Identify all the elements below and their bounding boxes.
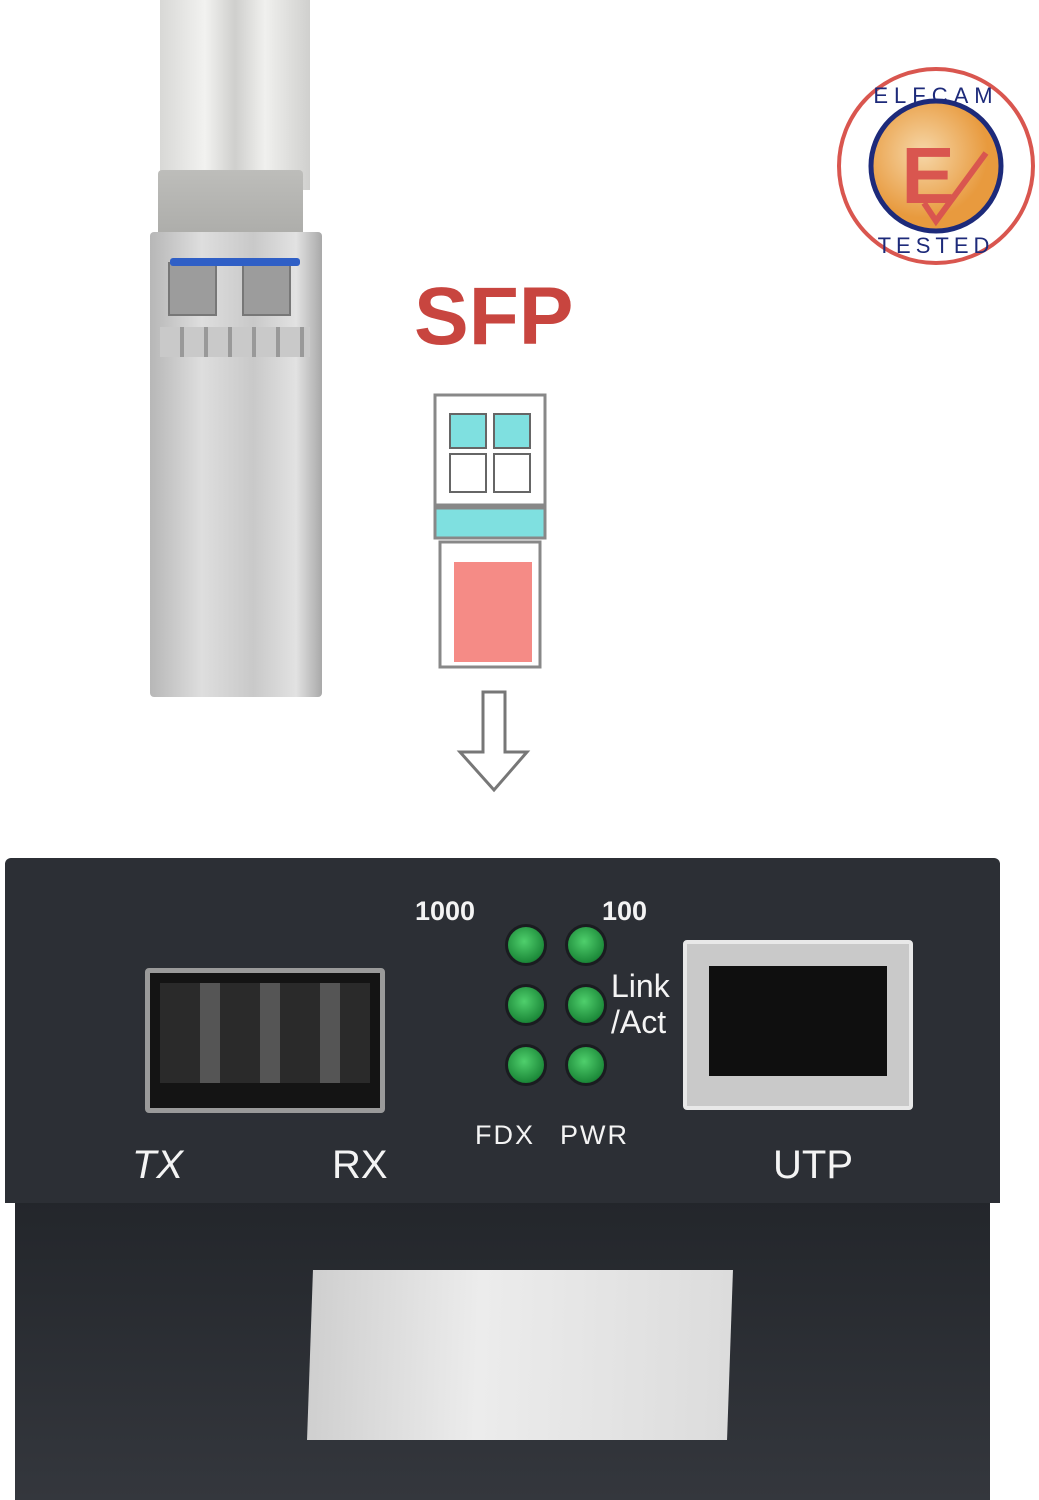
led-link-act-fiber: [505, 984, 547, 1026]
led-fdx: [505, 1044, 547, 1086]
rj45-jack: [709, 966, 887, 1076]
led-100: [565, 924, 607, 966]
label-rx: RX: [332, 1143, 388, 1187]
down-arrow-icon: [456, 690, 531, 793]
label-1000: 1000: [415, 896, 476, 926]
sfp-module-photo: [150, 232, 322, 697]
label-100: 100: [602, 896, 648, 926]
utp-rj45-port[interactable]: [683, 940, 913, 1110]
media-converter-front-panel: 1000 100 Link /Act FDX PWR TX RX UTP: [5, 858, 1000, 1203]
elfcam-tested-badge: ELFCAM TESTED E: [837, 67, 1035, 265]
svg-text:ELFCAM: ELFCAM: [873, 83, 998, 108]
sfp-heading: SFP: [414, 271, 574, 362]
svg-text:TESTED: TESTED: [878, 233, 995, 258]
label-tx: TX: [132, 1143, 184, 1187]
label-pwr: PWR: [560, 1120, 629, 1150]
led-link-act-utp: [565, 984, 607, 1026]
fiber-cable: [160, 0, 310, 190]
led-pwr: [565, 1044, 607, 1086]
label-link: Link: [611, 968, 670, 1004]
label-utp: UTP: [773, 1143, 853, 1187]
media-converter-body: [15, 1200, 990, 1500]
sfp-module-diagram: [433, 393, 547, 669]
product-label-sticker: [307, 1270, 733, 1440]
sfp-port[interactable]: [145, 968, 385, 1113]
label-fdx: FDX: [475, 1120, 535, 1150]
sfp-bail-latch: [170, 258, 300, 266]
led-1000: [505, 924, 547, 966]
label-act: /Act: [611, 1004, 667, 1040]
